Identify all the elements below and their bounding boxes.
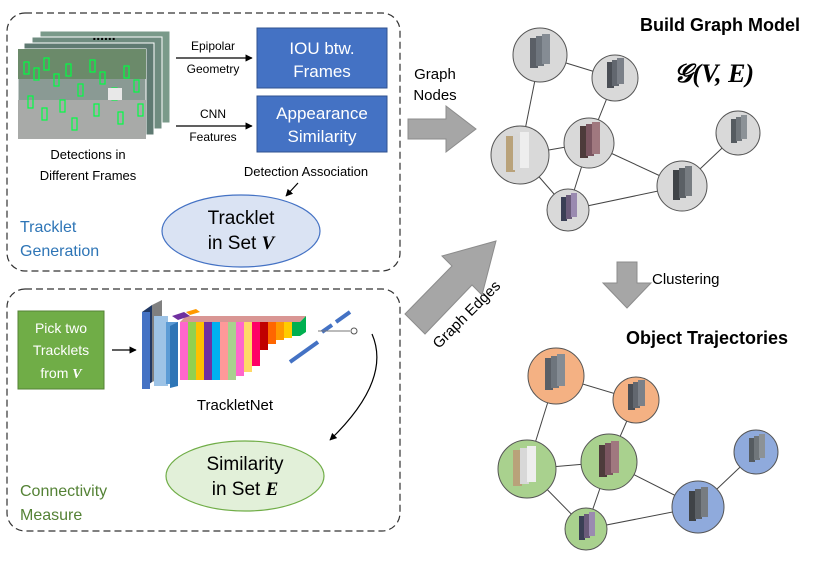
detections-caption-line1: Detections in <box>50 147 125 162</box>
trajectories-title: Object Trajectories <box>626 328 788 348</box>
connectivity-label-line2: Measure <box>20 507 82 524</box>
iou-label-line2: Frames <box>293 62 351 81</box>
trajectory-nodes <box>497 347 779 551</box>
graph-node-thumbnails <box>506 34 747 221</box>
pick-tracklets-box <box>17 310 105 390</box>
frames-ellipsis: ...... <box>92 27 115 43</box>
tracklet-set-line2: in Set V <box>208 233 276 254</box>
graph-nodes-label-line2: Nodes <box>413 87 456 104</box>
graph-edges-arrow <box>404 240 497 335</box>
clustering-arrow <box>601 261 653 309</box>
cnn-label-line1: CNN <box>200 107 226 121</box>
graph-nodes-label-line1: Graph <box>414 66 456 83</box>
iou-label-line1: IOU btw. <box>289 39 354 58</box>
tracklet-generation-panel <box>6 12 401 272</box>
appearance-label-line2: Similarity <box>288 127 357 146</box>
graph-model-title: Build Graph Model <box>640 15 800 35</box>
epipolar-label-line2: Geometry <box>187 62 240 76</box>
pick-line1: Pick two <box>35 320 87 336</box>
pick-symbol: V <box>72 367 83 382</box>
appearance-label-line1: Appearance <box>276 104 368 123</box>
graph-formula: 𝒢(V, E) <box>674 59 754 88</box>
trackletnet-label: TrackletNet <box>197 397 274 414</box>
tracklet-generation-label-line1: Tracklet <box>20 219 77 236</box>
connectivity-measure-panel <box>6 288 401 532</box>
tracklet-set-symbol: V <box>262 233 276 254</box>
detection-frames-image <box>17 30 171 140</box>
pick-line2: Tracklets <box>33 342 89 358</box>
similarity-line2: in Set E <box>212 479 279 500</box>
connectivity-label-line1: Connectivity <box>20 483 107 500</box>
pick-line3: from V <box>40 365 83 382</box>
tracklet-generation-label-line2: Generation <box>20 243 99 260</box>
cnn-label-line2: Features <box>189 130 236 144</box>
net-to-similarity-arrow <box>329 333 378 441</box>
iou-box <box>256 27 388 89</box>
trajectory-node-thumbnails <box>513 354 765 540</box>
trackletnet-schematic <box>142 300 358 389</box>
detection-association-label: Detection Association <box>244 164 368 179</box>
clustering-label: Clustering <box>652 271 720 288</box>
tracklet-set-line1: Tracklet <box>208 208 276 229</box>
similarity-symbol: E <box>265 479 279 500</box>
epipolar-label-line1: Epipolar <box>191 39 235 53</box>
similarity-set-ellipse <box>165 440 325 512</box>
appearance-box <box>256 95 388 153</box>
association-arrow <box>285 182 299 197</box>
tracklet-set-ellipse <box>161 194 321 268</box>
graph-nodes-arrow <box>407 104 477 154</box>
similarity-line1: Similarity <box>206 454 284 475</box>
detections-caption-line2: Different Frames <box>40 168 137 183</box>
